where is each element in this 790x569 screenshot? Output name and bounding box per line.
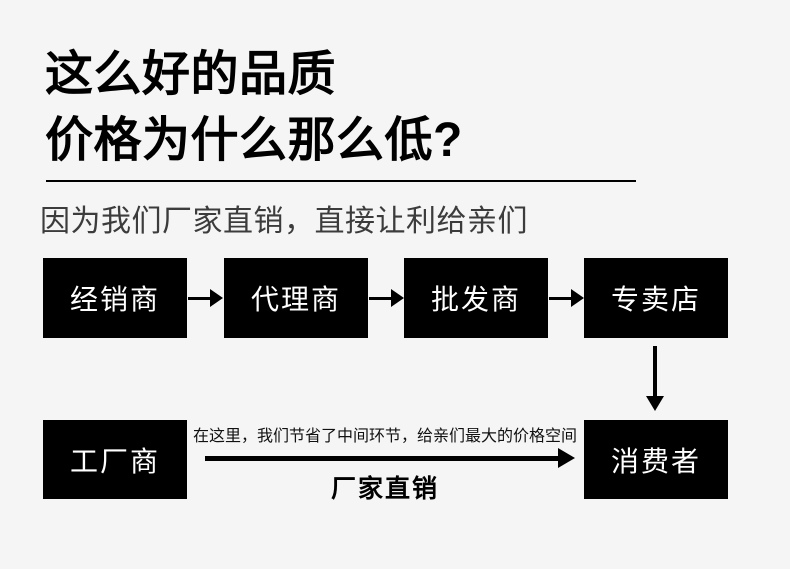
arrow-right-icon [369,289,404,307]
chain-box-agent: 代理商 [224,258,368,338]
arrow-right-icon [188,289,223,307]
arrow-head [210,289,223,307]
divider-line [46,180,636,182]
title-line-2: 价格为什么那么低? [45,114,463,167]
arrow-head [646,396,664,411]
arrow-shaft [188,296,210,300]
arrow-right-icon [549,289,584,307]
arrow-shaft [653,346,657,396]
chain-box-distributor: 经销商 [43,258,187,338]
arrow-head [571,289,584,307]
factory-direct-label: 厂家直销 [330,475,439,503]
arrow-head [391,289,404,307]
subtitle: 因为我们厂家直销，直接让利给亲们 [40,205,528,238]
arrow-shaft [369,296,391,300]
chain-box-wholesaler: 批发商 [404,258,548,338]
main-title: 这么好的品质 价格为什么那么低? [45,42,463,174]
factory-box: 工厂商 [43,420,187,499]
factory-direct-arrow-icon [205,448,575,468]
title-line-1: 这么好的品质 [45,48,337,101]
arrow-shaft [205,455,558,461]
middleman-savings-note: 在这里，我们节省了中间环节，给亲们最大的价格空间 [192,428,577,445]
consumer-box: 消费者 [584,420,728,499]
arrow-down-icon [646,346,664,411]
arrow-shaft [549,296,571,300]
arrow-head [558,448,575,468]
chain-box-specialty-store: 专卖店 [584,258,728,338]
